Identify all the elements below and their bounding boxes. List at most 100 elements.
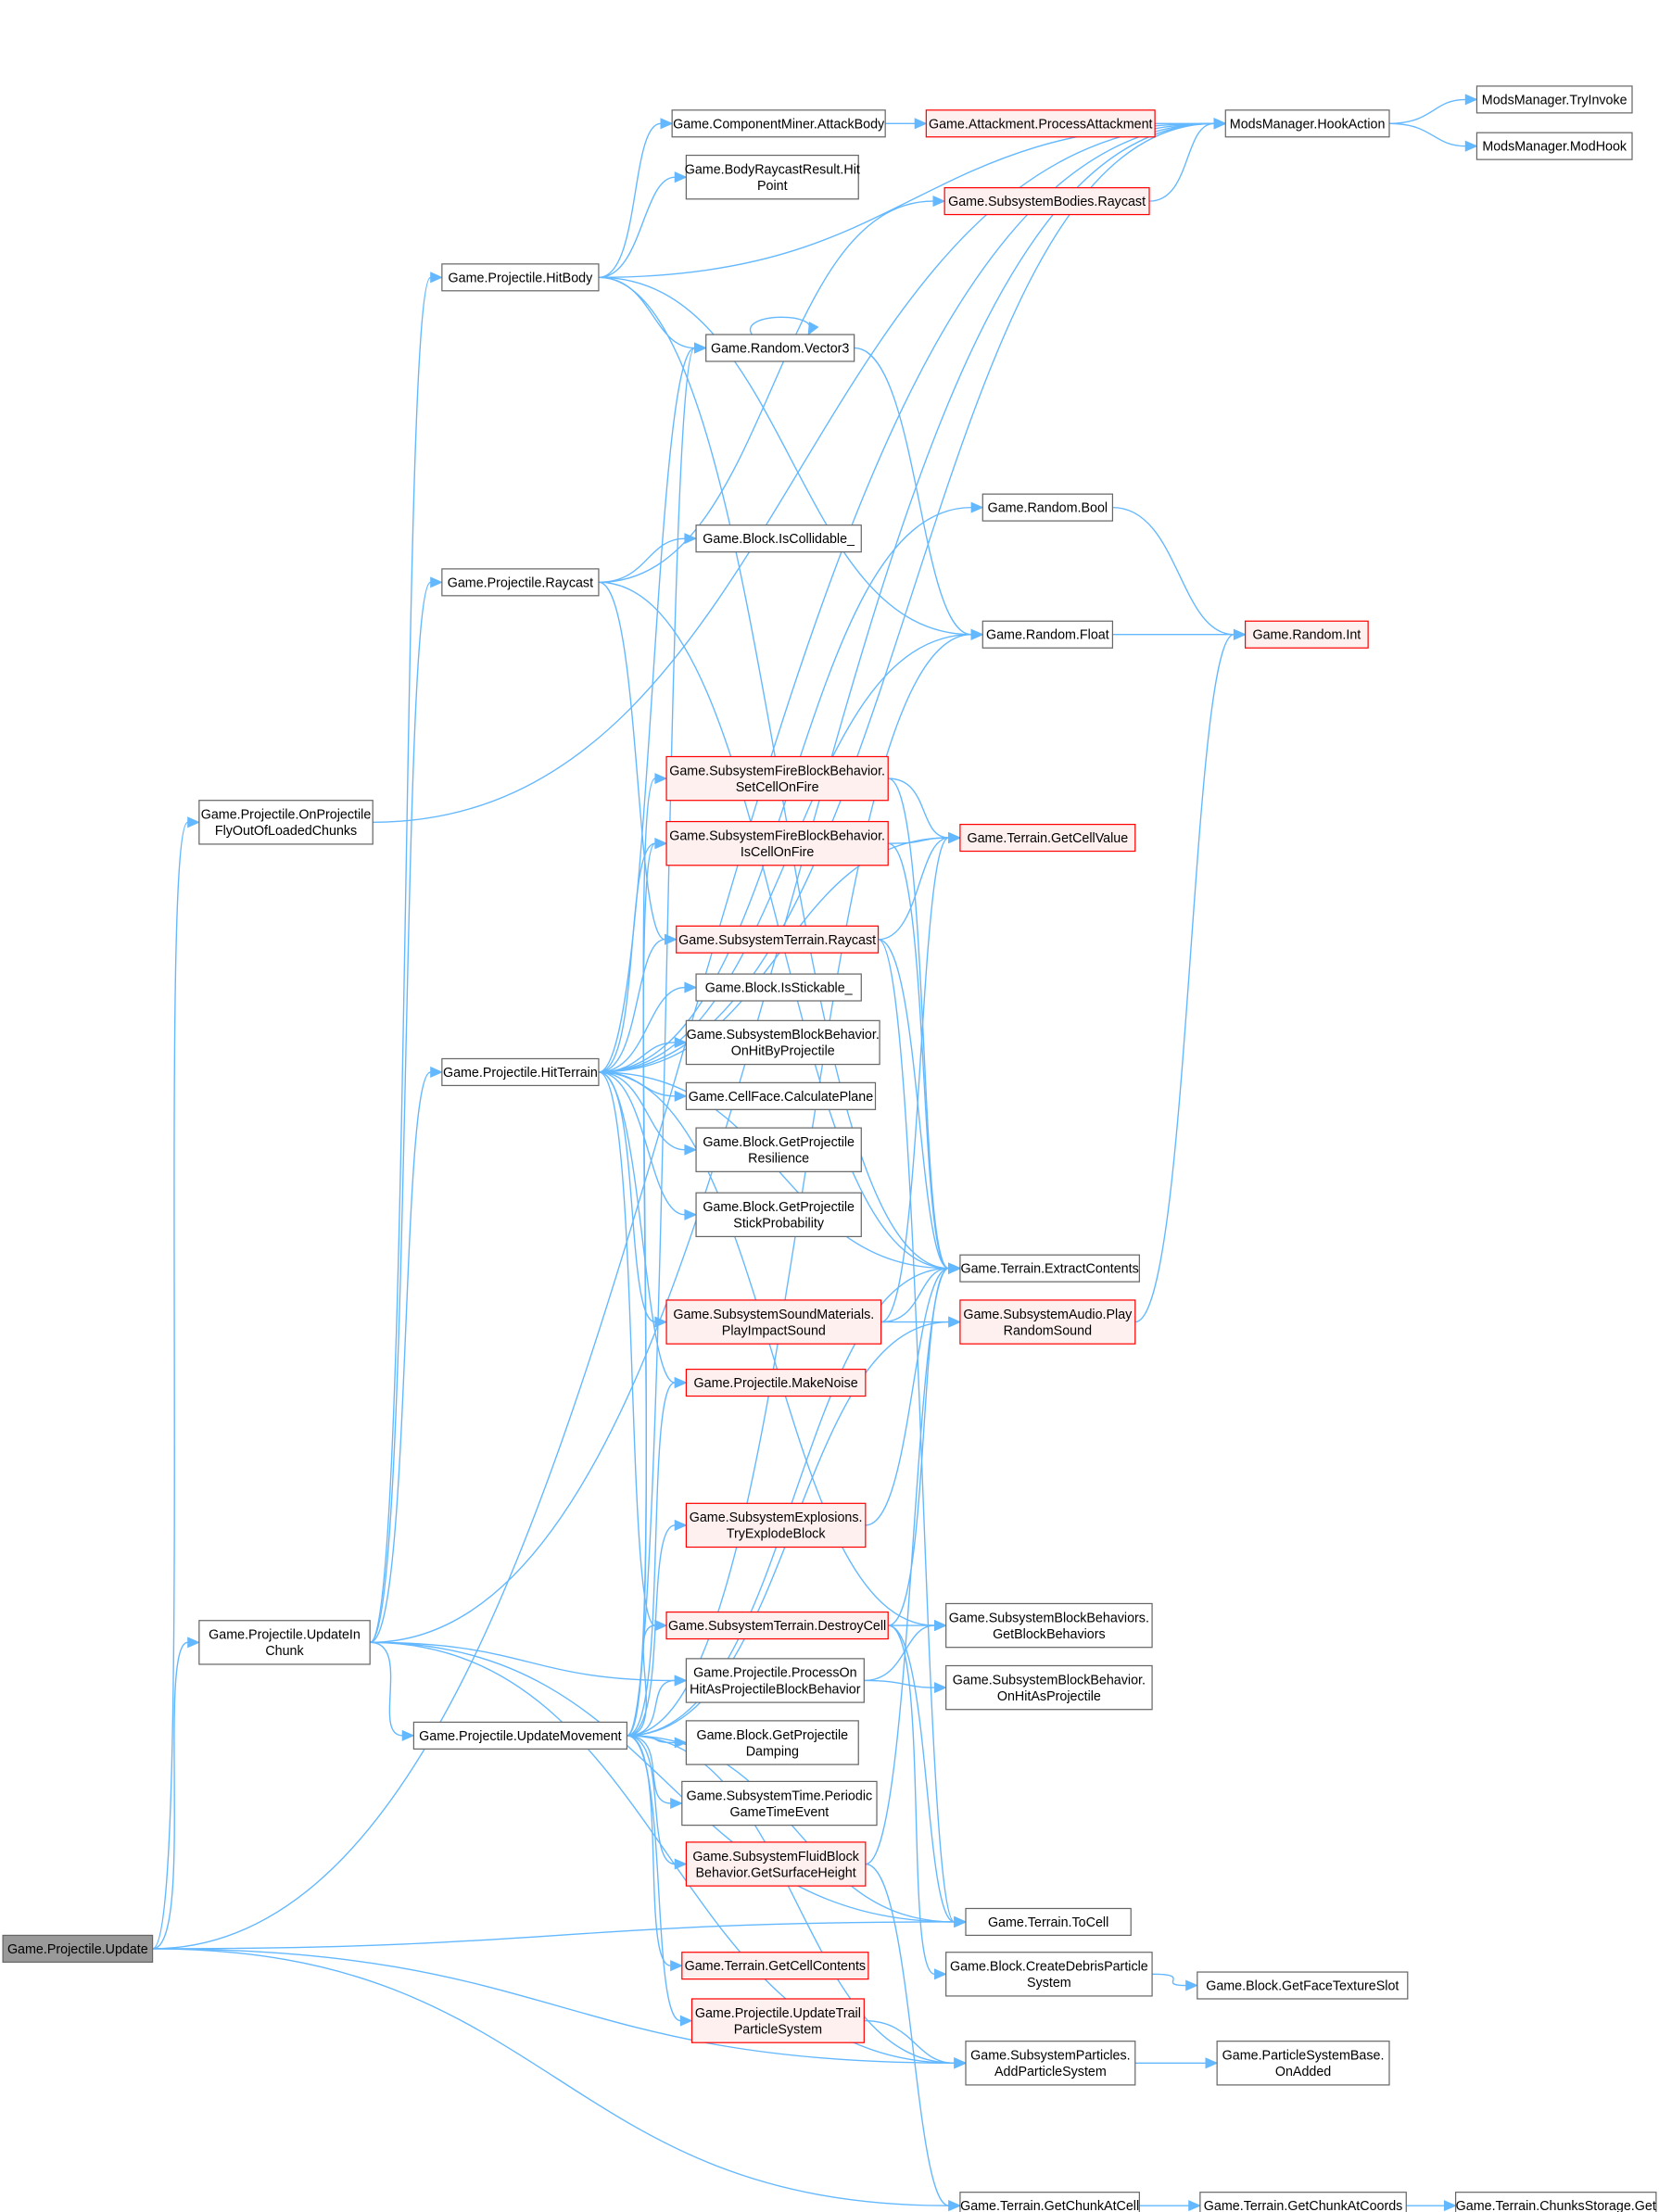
node-box bbox=[959, 2192, 1140, 2212]
node-label: AddParticleSystem bbox=[994, 2065, 1107, 2079]
node-update-trail[interactable]: Game.Projectile.UpdateTrailParticleSyste… bbox=[690, 1998, 865, 2043]
node-p-raycast[interactable]: Game.Projectile.Raycast bbox=[441, 568, 600, 597]
node-label: ModsManager.ModHook bbox=[1482, 140, 1627, 155]
node-process-on-hit[interactable]: Game.Projectile.ProcessOnHitAsProjectile… bbox=[685, 1658, 865, 1703]
arrowhead-icon bbox=[430, 272, 443, 284]
node-box bbox=[685, 154, 859, 200]
node-label: Game.Terrain.GetChunkAtCell bbox=[960, 2199, 1139, 2212]
node-label: OnAdded bbox=[1275, 2065, 1331, 2079]
edge-hit-body-to-hit-point bbox=[598, 176, 676, 279]
node-chunk-at-coords[interactable]: Game.Terrain.GetChunkAtCoords bbox=[1199, 2192, 1407, 2212]
node-is-cell-on-fire[interactable]: Game.SubsystemFireBlockBehavior.IsCellOn… bbox=[665, 820, 889, 866]
edge-hit-terrain-to-is-stickable bbox=[598, 986, 685, 1073]
node-vector3[interactable]: Game.Random.Vector3 bbox=[705, 334, 855, 362]
node-face-texture[interactable]: Game.Block.GetFaceTextureSlot bbox=[1197, 1971, 1409, 2000]
node-rand-int[interactable]: Game.Random.Int bbox=[1245, 620, 1369, 649]
node-mod-hook[interactable]: ModsManager.ModHook bbox=[1475, 132, 1633, 160]
node-chunk-at-cell[interactable]: Game.Terrain.GetChunkAtCell bbox=[959, 2192, 1140, 2212]
node-label: Game.SubsystemFireBlockBehavior. bbox=[669, 764, 885, 778]
node-play-impact[interactable]: Game.SubsystemSoundMaterials.PlayImpactS… bbox=[665, 1299, 882, 1345]
node-box bbox=[1216, 2041, 1390, 2086]
node-label: Game.SubsystemFluidBlock bbox=[692, 1850, 859, 1864]
node-flyout[interactable]: Game.Projectile.OnProjectileFlyOutOfLoad… bbox=[198, 800, 374, 845]
edge-update-movement-to-update-trail bbox=[627, 1735, 681, 2022]
node-try-explode[interactable]: Game.SubsystemExplosions.TryExplodeBlock bbox=[685, 1502, 867, 1548]
node-try-invoke[interactable]: ModsManager.TryInvoke bbox=[1475, 85, 1633, 114]
arrowhead-icon bbox=[934, 1682, 947, 1694]
node-label: RandomSound bbox=[1004, 1323, 1092, 1338]
node-label: Game.Random.Bool bbox=[988, 501, 1108, 516]
node-box bbox=[690, 1998, 865, 2043]
edge-update-movement-to-set-cell-on-fire bbox=[627, 777, 656, 1737]
edge-update-movement-to-process-on-hit bbox=[627, 1679, 676, 1737]
node-label: Game.SubsystemBodies.Raycast bbox=[948, 195, 1146, 209]
node-hit-terrain[interactable]: Game.Projectile.HitTerrain bbox=[441, 1057, 600, 1087]
edge-play-impact-to-extract-contents bbox=[880, 1267, 949, 1323]
node-box bbox=[681, 1952, 869, 1980]
node-set-cell-on-fire[interactable]: Game.SubsystemFireBlockBehavior.SetCellO… bbox=[665, 755, 889, 802]
node-label: Game.Terrain.GetCellValue bbox=[967, 831, 1128, 846]
node-on-hit-as-projectile[interactable]: Game.SubsystemBlockBehavior.OnHitAsProje… bbox=[945, 1664, 1153, 1711]
node-chunks-get[interactable]: Game.Terrain.ChunksStorage.Get bbox=[1454, 2192, 1657, 2212]
arrowhead-icon bbox=[674, 1377, 688, 1389]
node-label: Game.SubsystemTime.Periodic bbox=[687, 1789, 872, 1803]
edge-surface-height-to-chunk-at-cell bbox=[865, 1863, 949, 2206]
node-hit-body[interactable]: Game.Projectile.HitBody bbox=[441, 263, 600, 292]
node-label: Game.Projectile.HitBody bbox=[449, 271, 594, 285]
node-label: Game.Terrain.ExtractContents bbox=[960, 1262, 1138, 1277]
edge-p-raycast-to-sb-raycast bbox=[598, 200, 933, 584]
node-hook-action[interactable]: ModsManager.HookAction bbox=[1224, 109, 1390, 138]
node-box bbox=[959, 1299, 1136, 1345]
node-get-block-behaviors[interactable]: Game.SubsystemBlockBehaviors.GetBlockBeh… bbox=[945, 1602, 1153, 1649]
node-is-collidable[interactable]: Game.Block.IsCollidable_ bbox=[695, 525, 862, 553]
node-surface-height[interactable]: Game.SubsystemFluidBlockBehavior.GetSurf… bbox=[685, 1841, 867, 1887]
node-label: TryExplodeBlock bbox=[727, 1527, 827, 1542]
node-attack-body[interactable]: Game.ComponentMiner.AttackBody bbox=[671, 109, 886, 138]
nodes-layer: Game.Projectile.Update Game.Projectile.On… bbox=[2, 85, 1657, 2212]
node-label: Game.Projectile.UpdateIn bbox=[209, 1628, 361, 1643]
node-st-raycast[interactable]: Game.SubsystemTerrain.Raycast bbox=[676, 925, 880, 954]
node-get-cell-contents[interactable]: Game.Terrain.GetCellContents bbox=[681, 1952, 869, 1980]
node-label: ModsManager.TryInvoke bbox=[1482, 93, 1627, 107]
node-on-added[interactable]: Game.ParticleSystemBase.OnAdded bbox=[1216, 2041, 1390, 2086]
node-box bbox=[665, 1611, 889, 1640]
node-update[interactable]: Game.Projectile.Update bbox=[2, 1934, 154, 1963]
node-rand-float[interactable]: Game.Random.Float bbox=[981, 620, 1114, 649]
node-process-attackment[interactable]: Game.Attackment.ProcessAttackment bbox=[925, 109, 1156, 138]
node-label: Game.Block.GetProjectile bbox=[703, 1135, 855, 1150]
node-on-hit-by-projectile[interactable]: Game.SubsystemBlockBehavior.OnHitByProje… bbox=[685, 1019, 880, 1066]
node-update-movement[interactable]: Game.Projectile.UpdateMovement bbox=[412, 1721, 628, 1750]
node-get-cell-value[interactable]: Game.Terrain.GetCellValue bbox=[959, 823, 1136, 853]
node-rand-bool[interactable]: Game.Random.Bool bbox=[981, 493, 1114, 522]
node-to-cell[interactable]: Game.Terrain.ToCell bbox=[965, 1907, 1132, 1937]
edge-hit-body-to-vector3 bbox=[598, 276, 695, 349]
node-box bbox=[685, 1502, 867, 1548]
node-sb-raycast[interactable]: Game.SubsystemBodies.Raycast bbox=[943, 186, 1150, 216]
node-extract-contents[interactable]: Game.Terrain.ExtractContents bbox=[959, 1254, 1140, 1283]
node-label: Game.Terrain.ToCell bbox=[988, 1915, 1108, 1930]
edge-vector3-to-vector3 bbox=[749, 316, 811, 335]
node-add-particle[interactable]: Game.SubsystemParticles.AddParticleSyste… bbox=[965, 2041, 1136, 2086]
node-label: Game.Projectile.Raycast bbox=[448, 575, 593, 590]
arrowhead-icon bbox=[970, 628, 984, 640]
node-destroy-cell[interactable]: Game.SubsystemTerrain.DestroyCell bbox=[665, 1611, 889, 1640]
node-box bbox=[671, 109, 886, 138]
arrowhead-icon bbox=[1464, 140, 1478, 152]
node-make-noise[interactable]: Game.Projectile.MakeNoise bbox=[685, 1368, 867, 1397]
node-is-stickable[interactable]: Game.Block.IsStickable_ bbox=[695, 973, 862, 1002]
edges-layer bbox=[152, 94, 1478, 2212]
node-label: Game.Block.GetFaceTextureSlot bbox=[1206, 1979, 1399, 1994]
node-calc-plane[interactable]: Game.CellFace.CalculatePlane bbox=[685, 1081, 877, 1110]
node-label: Game.Block.IsStickable_ bbox=[705, 981, 854, 996]
node-label: GameTimeEvent bbox=[730, 1805, 830, 1820]
node-box bbox=[945, 1664, 1153, 1711]
node-box bbox=[1197, 1971, 1409, 2000]
